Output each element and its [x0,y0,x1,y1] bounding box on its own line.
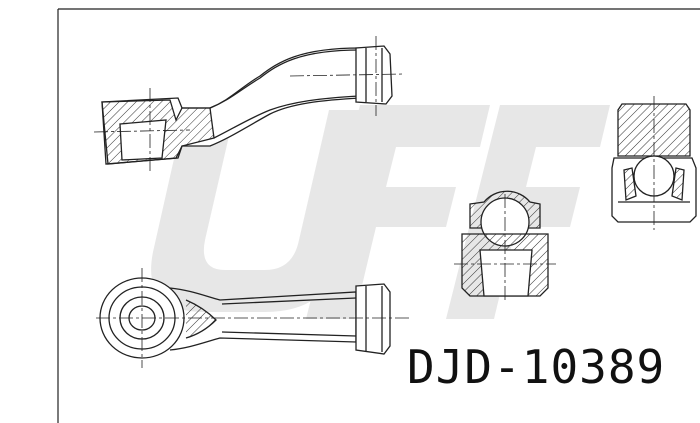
part-number-label: DJD-10389 [407,340,666,394]
tie-rod-end-top-view [96,268,410,368]
tie-rod-end-side-view [93,36,405,172]
ball-joint-cap-view [611,96,697,230]
ball-joint-section-view [454,190,556,300]
